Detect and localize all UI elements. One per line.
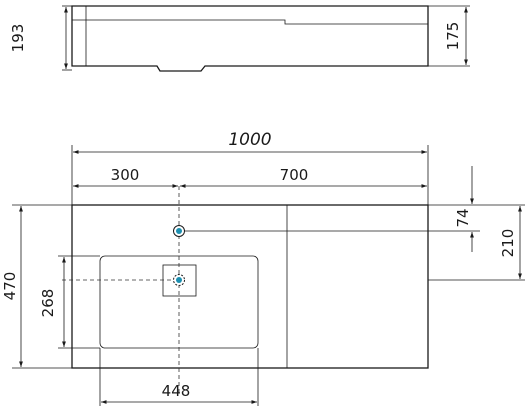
dim-overall-width: 1000 xyxy=(71,130,429,205)
dim-label-268: 268 xyxy=(39,289,57,318)
dim-tap-offset: 74 xyxy=(185,166,525,252)
drain-square xyxy=(162,264,197,297)
tap-hole-center xyxy=(176,228,182,234)
countertop-outline xyxy=(71,204,429,369)
dim-label-448: 448 xyxy=(162,382,191,400)
dim-label-74: 74 xyxy=(454,208,472,227)
dim-label-210: 210 xyxy=(499,229,517,258)
dim-right-depth: 210 xyxy=(428,206,525,281)
dim-label-193: 193 xyxy=(9,24,27,53)
top-view xyxy=(62,186,429,395)
dim-tap-position: 300 700 xyxy=(73,166,427,188)
dim-basin-width: 448 xyxy=(99,348,259,406)
drain-hole-center xyxy=(176,277,182,283)
dim-label-175: 175 xyxy=(444,22,462,51)
side-view: 193 175 xyxy=(9,5,470,72)
dim-total-depth: 470 xyxy=(1,204,72,369)
dim-label-1000: 1000 xyxy=(228,130,271,150)
side-view-outline xyxy=(71,5,429,72)
dim-label-300: 300 xyxy=(111,166,140,184)
dim-label-700: 700 xyxy=(280,166,309,184)
side-view-step-line xyxy=(72,19,428,25)
dim-basin-depth: 268 xyxy=(39,255,100,349)
dim-label-470: 470 xyxy=(1,272,19,301)
